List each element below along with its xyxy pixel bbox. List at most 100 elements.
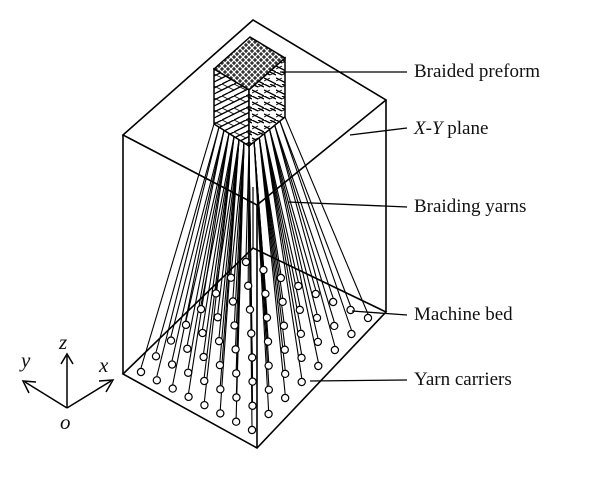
braiding-yarn: [269, 129, 319, 363]
yarn-carrier: [330, 345, 340, 355]
yarn-carrier: [199, 352, 208, 362]
braiding-yarn: [203, 136, 235, 402]
yarn-carrier: [241, 257, 251, 267]
yarn-carrier: [166, 336, 176, 345]
leader-carriers: [309, 379, 408, 382]
yarn-carrier: [264, 409, 273, 419]
braiding-yarn: [186, 133, 230, 345]
braiding-yarn: [203, 136, 235, 354]
braiding-yarn: [171, 130, 225, 361]
axis-x-arrowhead: [98, 379, 115, 393]
yarn-carrier: [294, 281, 303, 291]
braiding-yarn: [140, 123, 215, 369]
yarn-carrier: [231, 417, 241, 426]
yarn-carrier: [295, 305, 305, 315]
braiding-yarn: [201, 136, 235, 330]
braiding-yarn: [188, 133, 230, 393]
yarn-carrier: [313, 337, 323, 347]
yarn-carrier: [330, 321, 339, 331]
yarn-carrier: [168, 384, 177, 393]
yarn-carrier: [248, 377, 257, 386]
axis-label-z: z: [59, 330, 68, 354]
braiding-yarn: [155, 126, 220, 353]
yarn-carrier: [247, 329, 256, 338]
braiding-yarn: [269, 129, 318, 315]
yarn-carrier: [279, 321, 289, 330]
leader-lines: [280, 71, 408, 382]
yarn-carrier: [232, 393, 241, 402]
axis-y-arrowhead: [21, 380, 37, 394]
yarn-carrier: [181, 320, 191, 330]
yarn-carrier: [262, 313, 272, 322]
yarn-carrier: [280, 393, 290, 403]
yarn-carrier: [226, 273, 236, 282]
yarn-carrier: [280, 369, 290, 379]
coordinate-axes: [21, 352, 115, 409]
yarn-carrier: [200, 376, 209, 386]
yarn-carrier: [211, 289, 221, 298]
braiding-yarn: [172, 130, 225, 385]
braiding-yarn: [230, 142, 245, 274]
braiding-yarn: [258, 137, 286, 395]
axis-label-origin: o: [60, 410, 71, 434]
yarn-carrier: [213, 313, 222, 322]
yarn-carrier: [247, 425, 257, 435]
yarn-carrier: [363, 313, 373, 323]
yarn-carrier: [264, 385, 274, 394]
yarn-carrier: [296, 329, 306, 339]
braiding-yarns: [140, 116, 369, 427]
yarn-carrier: [151, 352, 161, 361]
yarn-carrier: [248, 401, 257, 410]
yarn-carrier: [276, 273, 286, 283]
braiding-yarn: [156, 127, 220, 377]
yarn-carrier: [311, 289, 320, 299]
yarn-carriers: [136, 257, 373, 435]
braiding-yarn: [185, 133, 230, 321]
braiding-yarn: [187, 133, 230, 369]
yarn-carrier: [230, 321, 239, 330]
preform-side-face: [248, 56, 286, 148]
leader-plane: [349, 127, 408, 136]
label-yarn-carriers: Yarn carriers: [414, 369, 512, 390]
braided-preform: [212, 36, 287, 148]
yarn-carrier: [297, 353, 306, 363]
axis-z-arrowhead: [60, 352, 74, 365]
yarn-carrier: [346, 305, 355, 315]
yarn-carrier: [228, 297, 238, 306]
yarn-carrier: [297, 377, 306, 387]
yarn-carrier: [328, 297, 338, 307]
machine-bed-outline: [121, 247, 388, 449]
yarn-carrier: [280, 345, 289, 354]
yarn-carrier: [314, 361, 323, 371]
braiding-yarn: [279, 120, 352, 331]
braiding-yarn: [263, 133, 303, 354]
yarn-carrier: [183, 368, 193, 377]
label-xy-plane: X-Y plane: [414, 118, 489, 139]
yarn-carrier: [312, 313, 322, 323]
yarn-carrier: [232, 369, 241, 378]
yarn-carrier: [215, 360, 225, 370]
braiding-yarn: [263, 133, 302, 330]
yarn-carrier: [200, 400, 209, 410]
axis-label-x: x: [99, 353, 109, 377]
yarn-carrier: [216, 409, 225, 418]
braiding-yarn: [263, 133, 299, 283]
yarn-carrier: [259, 265, 268, 275]
leader-yarns: [287, 201, 408, 208]
yarn-carrier: [183, 344, 192, 353]
label-braided-preform: Braided preform: [414, 61, 541, 82]
braiding-yarn: [170, 130, 225, 337]
yarn-carrier: [264, 361, 273, 370]
yarn-carrier: [278, 297, 287, 307]
braiding-yarn: [274, 125, 335, 323]
braiding-yarn: [217, 139, 240, 314]
label-machine-bed: Machine bed: [414, 304, 513, 325]
yarn-carrier: [263, 337, 273, 346]
yarn-carrier: [167, 360, 177, 369]
braiding-yarn: [269, 129, 317, 291]
braiding-yarn: [269, 129, 319, 339]
yarn-carrier: [247, 353, 257, 362]
braiding-yarn: [263, 133, 303, 379]
